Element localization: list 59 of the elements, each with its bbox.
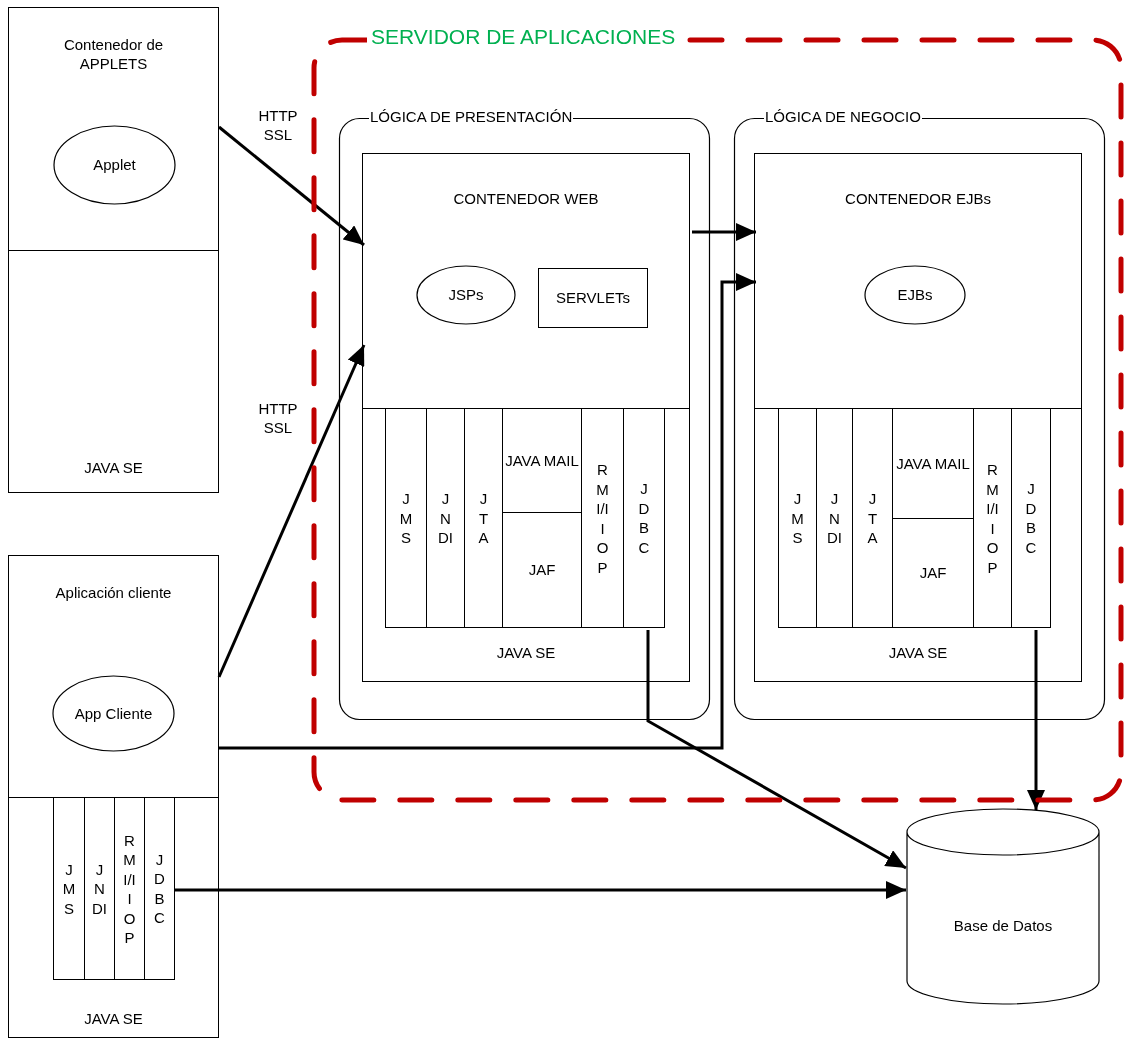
component-label: EJBs: [896, 285, 934, 305]
arrow: [217, 344, 366, 678]
arrow: [692, 223, 756, 241]
component-label: JSPs: [447, 285, 485, 305]
section-title: Aplicación cliente: [54, 584, 173, 603]
api-label: JAVA MAIL: [895, 454, 971, 473]
section-title: CONTENEDOR EJBs: [844, 190, 992, 209]
api-label: JMS: [790, 488, 805, 548]
api-label: RMI/IIOP: [595, 459, 610, 577]
component-ellipse: [52, 675, 175, 752]
api-label: JNDI: [92, 859, 107, 918]
api-label: JTA: [477, 488, 490, 548]
section-title: Contenedor de APPLETS: [62, 36, 165, 74]
component-label: Applet: [92, 155, 137, 175]
api-column: [1011, 408, 1051, 628]
section-title: JAVA SE: [83, 459, 144, 478]
api-label: JAF: [918, 563, 948, 583]
api-label: JMS: [61, 859, 77, 918]
section-title: JAVA SE: [83, 1010, 144, 1029]
container-section: [754, 408, 1082, 682]
container-section: [754, 153, 1082, 409]
api-column: [385, 408, 427, 628]
component-ellipse: [53, 125, 176, 205]
api-column: [623, 408, 665, 628]
section-title: JAVA SE: [495, 644, 557, 663]
api-column: [53, 797, 85, 980]
api-label: JAVA MAIL: [504, 451, 580, 470]
arrow: [219, 273, 756, 750]
api-label: JTA: [866, 488, 879, 548]
container-section: [8, 797, 219, 1038]
api-label: JDBC: [1024, 479, 1038, 557]
container-section: [8, 555, 219, 798]
arrow: [1027, 630, 1045, 810]
component-label: App Cliente: [73, 704, 154, 723]
database-label: Base de Datos: [952, 916, 1054, 936]
arrow: [646, 630, 907, 870]
database-cylinder: [906, 808, 1100, 1005]
section-title: JAVA SE: [887, 644, 949, 663]
api-label: JNDI: [438, 488, 453, 548]
api-label: JDBC: [637, 479, 651, 557]
component-ellipse: [864, 265, 966, 325]
container-section: [8, 250, 219, 493]
api-label: RMI/IIOP: [985, 459, 1000, 577]
api-label: RMI/IIOP: [122, 830, 137, 947]
api-column: [144, 797, 175, 980]
arrow: [175, 881, 906, 899]
container-section: [8, 7, 219, 251]
api-label: JAF: [527, 560, 557, 580]
component-label: SERVLETs: [555, 288, 631, 308]
api-label: JMS: [398, 488, 414, 548]
api-label: JDBC: [153, 849, 166, 928]
component-ellipse: [416, 265, 516, 325]
container-section: [362, 408, 690, 682]
api-column: [778, 408, 817, 628]
section-title: CONTENEDOR WEB: [452, 190, 600, 209]
component-box: [538, 268, 648, 328]
arrow: [218, 125, 365, 247]
container-section: [362, 153, 690, 409]
api-label: JNDI: [827, 488, 842, 548]
